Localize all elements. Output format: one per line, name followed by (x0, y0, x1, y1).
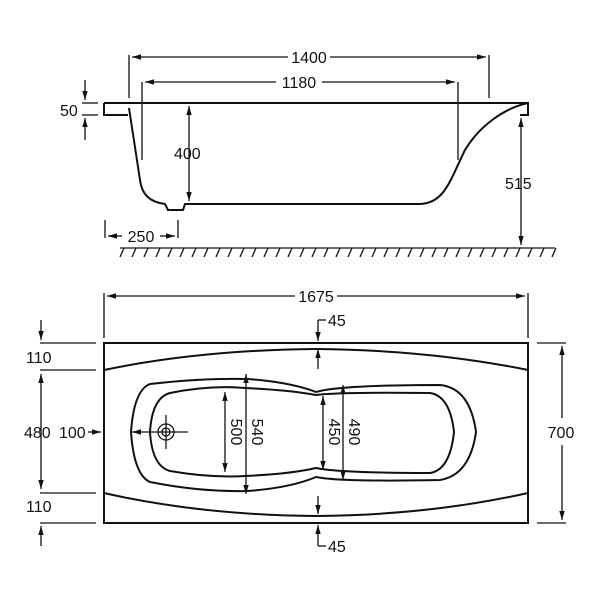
dim-700: 700 (548, 425, 575, 442)
dim-45-top: 45 (328, 313, 346, 330)
tub-outline (103, 342, 529, 524)
tub-side-profile (103, 102, 529, 211)
dim-45-bottom: 45 (328, 539, 346, 556)
dim-50: 50 (60, 103, 78, 120)
dim-400: 400 (174, 146, 201, 163)
floor-hatch (119, 247, 557, 258)
dim-480: 480 (24, 425, 51, 442)
dim-1180: 1180 (282, 75, 317, 92)
dim-1400: 1400 (291, 50, 327, 67)
dim-490: 490 (345, 419, 362, 446)
dim-500: 500 (227, 419, 244, 446)
drain-icon (148, 415, 188, 449)
basin-outer (129, 377, 478, 493)
dim-450: 450 (325, 419, 342, 446)
dim-540: 540 (248, 419, 265, 446)
dim-250: 250 (128, 229, 155, 246)
side-view: 1400 1180 50 400 515 250 (60, 50, 557, 258)
rim-top-curve (103, 347, 529, 371)
dim-1675: 1675 (298, 289, 334, 306)
dim-100: 100 (59, 425, 86, 442)
top-view: 1675 45 45 110 480 110 100 500 540 450 (24, 289, 574, 556)
dim-110-top: 110 (26, 350, 52, 367)
basin-inner (148, 386, 456, 478)
rim-bottom-curve (103, 492, 529, 518)
dim-110-bottom: 110 (26, 499, 52, 516)
dim-515: 515 (505, 176, 532, 193)
